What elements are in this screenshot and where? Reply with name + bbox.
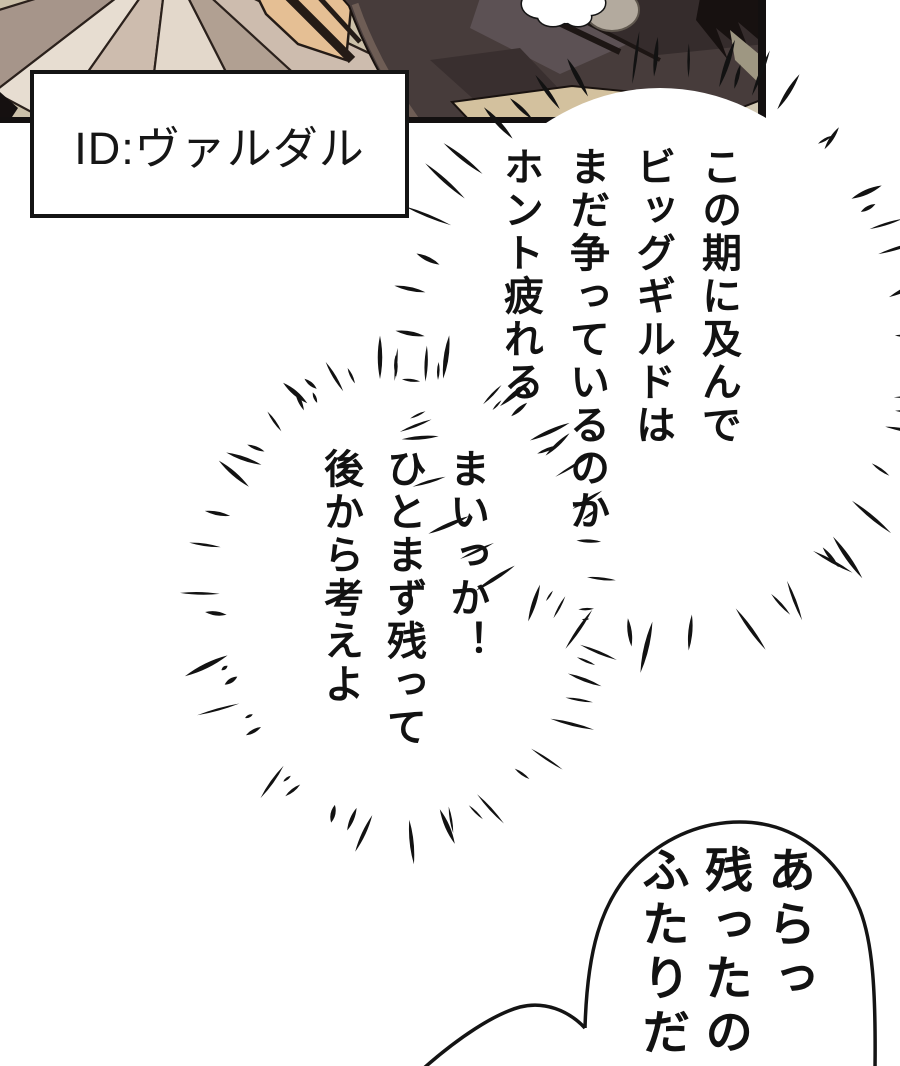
corner-wedge: [0, 92, 18, 123]
speech-bubble-fill: [426, 822, 876, 1066]
vertical-text-column: ビッグギルドは: [630, 146, 674, 447]
vertical-text-column: ふたりだ: [634, 845, 687, 1061]
vertical-text-column: 残ったの: [697, 845, 750, 1061]
thought-bubble-2-fill: [230, 385, 574, 809]
character-skin: [257, 0, 354, 62]
speech-bubble-tail: [423, 1003, 587, 1066]
id-label-text: ID:ヴァルダル: [74, 122, 365, 174]
thought-bubble-1-text: この期に及んで ビッグギルドは まだ争っているのか ホント疲れる: [487, 146, 751, 546]
strap: [318, 0, 362, 44]
vertical-text-column: ホント疲れる: [498, 146, 542, 404]
vertical-text-column: 後から考えよ: [318, 448, 362, 706]
vertical-text-column: あらっ: [760, 845, 813, 1007]
panel-border-right: [758, 0, 766, 123]
id-label-box: ID:ヴァルダル: [30, 70, 409, 218]
vertical-text-column: ひとまず残って: [381, 448, 425, 749]
thought-bubble-2-text: まいっか！ ひとまず残って 後から考えよ: [308, 448, 497, 818]
background-patch: [730, 30, 766, 90]
vertical-text-column: まだ争っているのか: [564, 146, 608, 533]
hair-spikes: [696, 0, 766, 60]
speech-bubble-outline: [583, 820, 877, 1066]
speech-bubble-text: あらっ 残ったの ふたりだ: [629, 845, 818, 1066]
vertical-text-column: まいっか！: [444, 448, 488, 663]
cloud-puff: [520, 0, 640, 32]
strap: [285, 0, 356, 64]
speech-bubble: [423, 820, 877, 1066]
coat-fold: [430, 48, 560, 105]
thought-bubble-1-fill: [432, 88, 888, 612]
vertical-text-column: この期に及んで: [696, 146, 740, 447]
